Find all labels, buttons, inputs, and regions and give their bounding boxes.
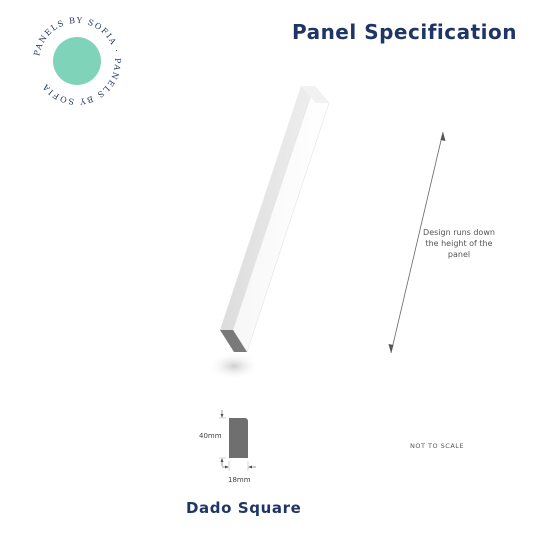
height-label: 40mm bbox=[199, 432, 222, 440]
profile-name: Dado Square bbox=[186, 499, 302, 517]
panel-top-cap bbox=[301, 86, 329, 103]
direction-arrow bbox=[390, 131, 444, 354]
width-label: 18mm bbox=[228, 476, 251, 484]
panel-left-face bbox=[220, 86, 314, 330]
arrow-head-bottom bbox=[388, 344, 394, 353]
direction-note: Design runs down the height of the panel bbox=[423, 228, 495, 259]
scale-note: NOT TO SCALE bbox=[410, 442, 465, 450]
profile-cross-section bbox=[229, 418, 248, 458]
panel-right-face bbox=[232, 85, 330, 353]
panel-shadow bbox=[208, 352, 260, 380]
width-dim-arrow-right bbox=[248, 465, 252, 469]
width-dim-arrow-left bbox=[225, 465, 229, 469]
height-dim-arrow-bottom bbox=[220, 458, 224, 462]
arrow-head-top bbox=[440, 132, 446, 141]
logo-accent-circle bbox=[53, 37, 101, 85]
brand-logo: PANELS BY SOFIA · PANELS BY SOFIA bbox=[32, 16, 120, 106]
page-title: Panel Specification bbox=[291, 20, 517, 44]
panel-end-face bbox=[220, 330, 247, 352]
height-dim-arrow-top bbox=[220, 414, 224, 418]
